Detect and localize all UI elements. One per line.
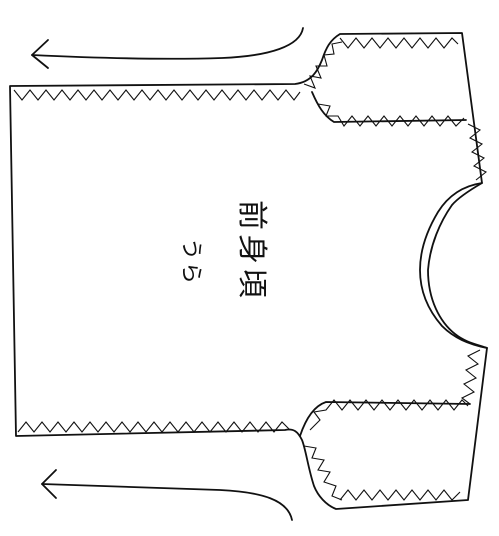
seam-bottom-armhole: [303, 445, 343, 501]
seam-top-edge: [13, 89, 301, 101]
seam-bottom-neck: [460, 349, 481, 405]
seam-bottom-hem: [339, 489, 461, 501]
bottom-sleeve-inner-line: [299, 401, 471, 437]
top-sleeve-inner-line: [311, 91, 467, 123]
bottom-direction-arrow: [41, 469, 293, 521]
seam-top-sleeve: [317, 103, 465, 127]
side-label: うら: [178, 238, 203, 286]
seam-bottom-sleeve: [309, 399, 469, 431]
neckline-curve: [419, 182, 488, 349]
seam-top-shoulder: [339, 37, 459, 49]
seam-top-neck: [467, 123, 488, 181]
seam-top-armhole: [303, 41, 343, 89]
front-body-outline: [9, 32, 488, 510]
piece-label: 前身頃: [234, 200, 269, 302]
seam-bottom-edge: [17, 421, 291, 433]
top-direction-arrow: [31, 27, 304, 69]
